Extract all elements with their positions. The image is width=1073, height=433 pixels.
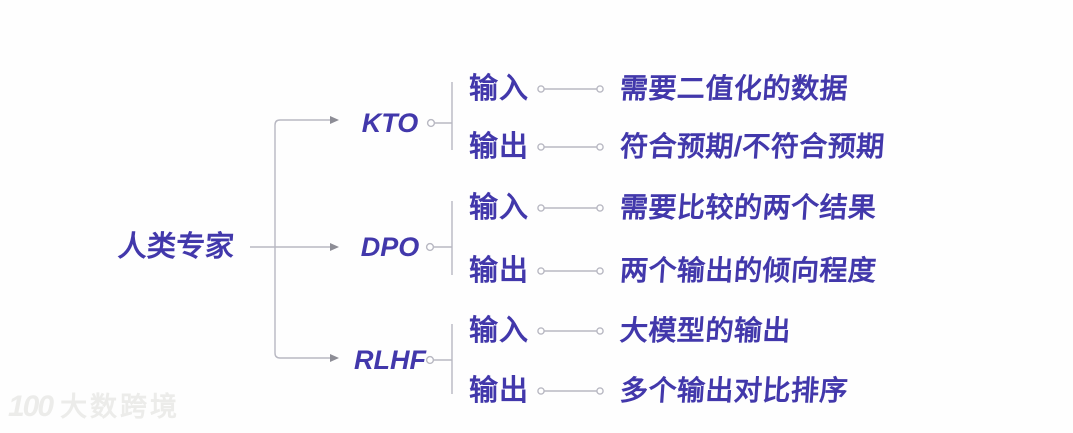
connector-dot [596,387,604,395]
node-circle [425,355,435,365]
kto-output-label: 输出 [469,131,530,163]
connector-dot [596,327,604,335]
watermark: 100 大数跨境 [8,390,180,424]
root-node-label: 人类专家 [116,231,236,263]
connector-dot [537,85,545,93]
connector-dot [596,267,604,275]
arrowhead-icons [330,116,339,362]
connector-dot [537,267,545,275]
rlhf-output-value: 多个输出对比排序 [618,375,850,406]
connector-dot [596,143,604,151]
node-circle [425,242,435,252]
connector-dot [596,85,604,93]
branch-label-kto: KTO [361,108,419,138]
arrow-icon [330,116,339,124]
connector-dot [537,327,545,335]
rlhf-bracket [434,324,453,394]
node-circle [426,118,436,128]
rlhf-input-label: 输入 [469,315,530,347]
branch-label-rlhf: RLHF [354,345,426,375]
connector-dot [537,387,545,395]
dpo-bracket [434,201,453,275]
trunk-line [274,119,330,359]
rlhf-input-value: 大模型的输出 [618,315,793,346]
dpo-input-label: 输入 [469,192,530,224]
kto-input-label: 输入 [469,73,530,105]
connector-dot [537,204,545,212]
rlhf-output-label: 输出 [469,375,530,407]
arrow-icon [330,243,339,251]
dpo-output-value: 两个输出的倾向程度 [618,255,878,286]
arrow-icon [330,354,339,362]
dpo-input-value: 需要比较的两个结果 [618,192,878,223]
connector-dot [537,143,545,151]
watermark-logo-icon: 100 [8,390,54,423]
kto-input-value: 需要二值化的数据 [618,73,850,104]
connector-dot [596,204,604,212]
dpo-output-label: 输出 [469,255,530,287]
kto-bracket [435,82,453,150]
watermark-text: 大数跨境 [60,392,181,422]
kto-output-value: 符合预期/不符合预期 [618,131,886,162]
branch-label-dpo: DPO [360,232,420,262]
